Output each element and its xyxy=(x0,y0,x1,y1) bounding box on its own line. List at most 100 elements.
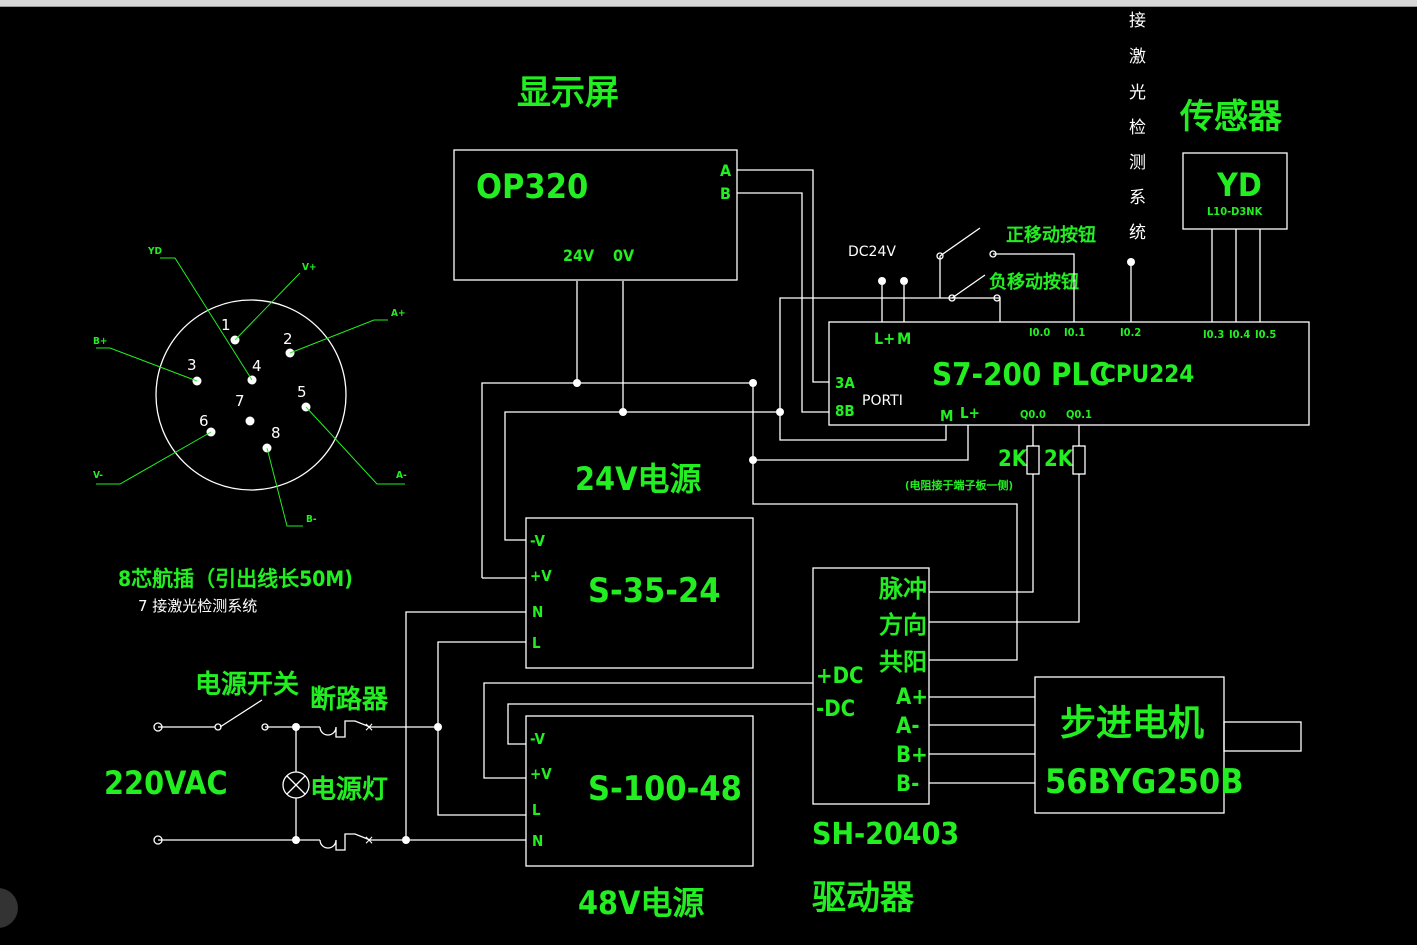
laser-char: 测 xyxy=(1129,153,1146,173)
neg-button-label: 负移动按钮 xyxy=(989,271,1079,293)
junctions xyxy=(292,258,1135,844)
pin-yd-label: YD xyxy=(147,246,162,257)
svg-text:×: × xyxy=(364,833,374,847)
psu48-l: L xyxy=(532,801,541,819)
laser-char: 系 xyxy=(1129,188,1146,208)
pin-7-label: 7 xyxy=(235,392,245,410)
plc-m-top: M xyxy=(897,329,911,348)
motor-name: 步进电机 xyxy=(1060,703,1204,744)
title-bar xyxy=(0,0,1417,7)
pin-aminus-label: A- xyxy=(396,470,407,481)
plc-q00: Q0.0 xyxy=(1020,408,1046,421)
motor-shaft xyxy=(1223,721,1302,752)
svg-text:×: × xyxy=(364,720,374,734)
driver-model: SH-20403 xyxy=(812,817,959,852)
lamp-label: 电源灯 xyxy=(310,775,388,805)
plc-cpu: CPU224 xyxy=(1100,360,1194,388)
psu48-mv: -V xyxy=(530,730,546,748)
breaker-label: 断路器 xyxy=(310,684,389,715)
plc-i02: I0.2 xyxy=(1120,326,1141,339)
psu24-title: 24V电源 xyxy=(575,460,701,498)
pin-bplus-label: B+ xyxy=(93,336,107,347)
plc-i04: I0.4 xyxy=(1229,328,1250,341)
yd-box xyxy=(1182,152,1288,230)
resistor-1 xyxy=(1026,445,1040,475)
driver-mdc: -DC xyxy=(816,697,855,722)
laser-char: 光 xyxy=(1129,83,1146,103)
overlay-button[interactable] xyxy=(0,888,18,928)
yd-model: L10-D3NK xyxy=(1207,205,1263,218)
plc-i00: I0.0 xyxy=(1029,326,1050,339)
plc-8b: 8B xyxy=(835,402,855,420)
pos-button-label: 正移动按钮 xyxy=(1006,224,1096,246)
plc-m-bot: M xyxy=(940,407,953,425)
psu24-mv: -V xyxy=(530,532,546,550)
pin-aplus-label: A+ xyxy=(391,308,406,319)
pin-bminus-label: B- xyxy=(306,514,317,525)
plc-box xyxy=(828,321,1310,426)
driver-title: 驱动器 xyxy=(812,878,915,918)
plc-i01: I0.1 xyxy=(1064,326,1085,339)
resistor-note: (电阻接于端子板一侧) xyxy=(905,478,1013,492)
pin-vminus-label: V- xyxy=(93,470,103,481)
driver-com: 共阳 xyxy=(879,648,927,676)
plc-i05: I0.5 xyxy=(1255,328,1276,341)
op320-24v: 24V xyxy=(563,246,595,265)
psu24-n: N xyxy=(532,603,543,621)
driver-pulse: 脉冲 xyxy=(878,575,927,603)
connector-title: 8芯航插（引出线长50M) xyxy=(118,567,353,591)
mains-switch-label: 电源开关 xyxy=(195,670,299,700)
wires: × × xyxy=(153,169,1261,851)
op320-0v: 0V xyxy=(613,246,635,265)
psu24-l: L xyxy=(532,634,541,652)
yd-name: YD xyxy=(1216,166,1262,204)
laser-vertical-label: 接 激 光 检 测 系 统 xyxy=(1129,11,1146,243)
dc24v-label: DC24V xyxy=(848,244,896,260)
motor-model: 56BYG250B xyxy=(1045,762,1243,802)
driver-box xyxy=(812,567,930,805)
connector-8pin: 1 2 3 4 5 6 7 8 YD V+ A+ B+ V- A- B- xyxy=(93,246,407,527)
pin-8-label: 8 xyxy=(271,424,281,442)
psu48-n: N xyxy=(532,832,543,850)
driver-bm: B- xyxy=(896,772,919,797)
voltage-label: 220VAC xyxy=(104,764,228,802)
plc-lplus-bot: L+ xyxy=(960,404,980,422)
pin-3-label: 3 xyxy=(187,356,197,374)
resistor-1-label: 2K xyxy=(998,447,1028,472)
pin-vplus-label: V+ xyxy=(302,262,317,273)
psu48-pv: +V xyxy=(530,765,552,783)
pin-1-label: 1 xyxy=(221,316,231,334)
connector-note: 7 接激光检测系统 xyxy=(138,597,257,615)
psu24-box xyxy=(525,517,754,669)
driver-ap: A+ xyxy=(896,685,928,710)
plc-i03: I0.3 xyxy=(1203,328,1224,341)
sensor-title: 传感器 xyxy=(1179,97,1283,137)
laser-char: 接 xyxy=(1129,11,1146,31)
plc-q01: Q0.1 xyxy=(1066,408,1092,421)
psu48-box xyxy=(525,715,754,867)
laser-char: 检 xyxy=(1129,118,1146,138)
plc-name: S7-200 PLC xyxy=(932,357,1110,393)
laser-char: 激 xyxy=(1129,47,1146,67)
psu48-title: 48V电源 xyxy=(578,884,704,922)
op320-box xyxy=(453,149,738,281)
connector-outline xyxy=(155,299,347,491)
driver-pdc: +DC xyxy=(816,664,864,689)
op320-name: OP320 xyxy=(476,167,588,207)
plc-port: PORTI xyxy=(862,393,903,409)
driver-bp: B+ xyxy=(896,743,928,768)
op320-b: B xyxy=(720,184,731,203)
pin-6-label: 6 xyxy=(199,412,209,430)
psu24-model: S-35-24 xyxy=(588,571,721,611)
pin-2-label: 2 xyxy=(283,330,293,348)
plc-lplus-top: L+ xyxy=(874,329,895,348)
laser-char: 统 xyxy=(1129,223,1146,243)
psu48-model: S-100-48 xyxy=(588,769,742,809)
driver-dir: 方向 xyxy=(879,611,927,639)
psu24-pv: +V xyxy=(530,567,552,585)
plc-3a: 3A xyxy=(835,374,855,392)
pin-5-label: 5 xyxy=(297,383,307,401)
pin-4-label: 4 xyxy=(252,357,262,375)
resistor-2-label: 2K xyxy=(1044,447,1074,472)
